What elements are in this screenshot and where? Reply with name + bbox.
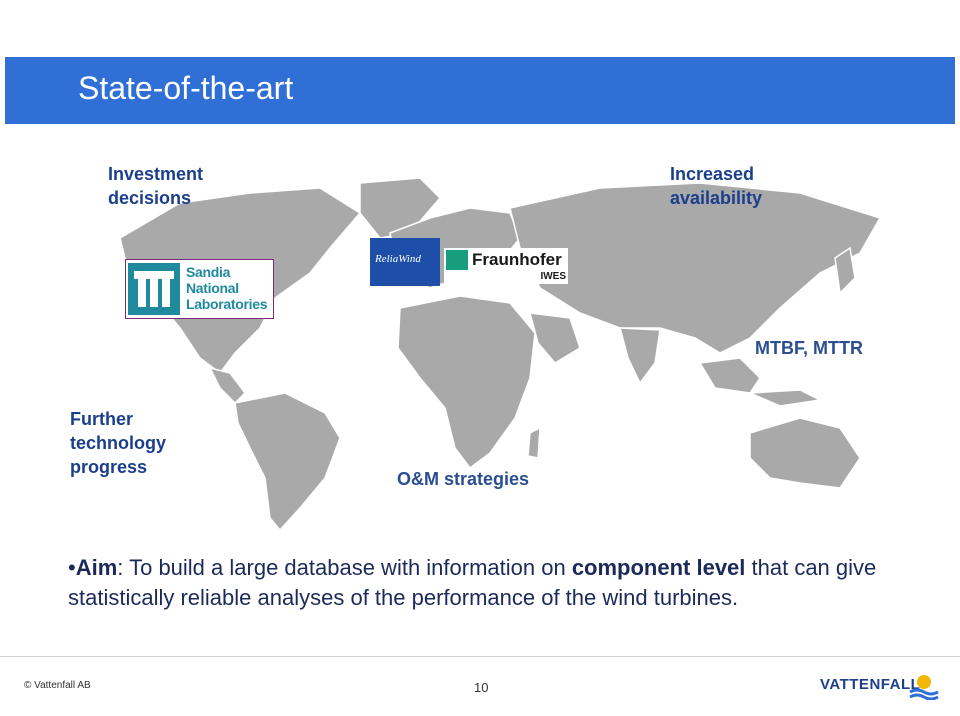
label-availability-line2: availability [670,188,763,208]
label-om-strategies: O&M strategies [397,469,530,489]
sandia-line1: Sandia [186,264,231,280]
sandia-logo: Sandia National Laboratories [125,259,274,319]
title-bar [5,57,955,124]
label-further-technology: Further technology progress [70,407,166,479]
label-increased-availability: Increased availability [670,162,762,210]
footer-copyright: © Vattenfall AB [24,680,91,691]
fraunhofer-logo-subtext: IWES [540,271,566,282]
label-further-line1: Further [70,409,133,429]
label-availability-line1: Increased [670,164,755,184]
sandia-logo-text: Sandia National Laboratories [186,264,268,312]
label-further-line2: technology [70,433,167,453]
bullet: • [68,555,76,580]
label-mtbf-mttr: MTBF, MTTR [755,338,863,358]
fraunhofer-mark-icon [446,250,468,270]
fraunhofer-logo-text: Fraunhofer [472,250,562,269]
aim-emphasis: component level [571,555,746,580]
label-investment-decisions: Investment decisions [108,162,203,210]
label-further-line3: progress [70,457,148,477]
aim-text-part2: that can give statistically reliable ana… [68,555,877,610]
sandia-thunderbird-icon [128,263,180,315]
aim-paragraph: •Aim: To build a large database with inf… [68,553,898,613]
sandia-line3: Laboratories [186,296,268,312]
page-number: 10 [474,680,489,695]
reliawind-logo: ReliaWind [370,238,440,286]
aim-text-part1: : To build a large database with informa… [117,555,572,580]
reliawind-logo-text: ReliaWind [375,253,421,265]
footer-divider [0,656,960,657]
label-investment-line1: Investment [108,164,204,184]
label-investment-line2: decisions [108,188,192,208]
aim-label: Aim [75,555,118,580]
vattenfall-logo-text: VATTENFALL [820,676,921,693]
sandia-line2: National [186,280,239,296]
slide-title: State-of-the-art [78,70,294,106]
vattenfall-sun-icon [909,675,939,700]
fraunhofer-logo: Fraunhofer IWES [444,248,568,284]
